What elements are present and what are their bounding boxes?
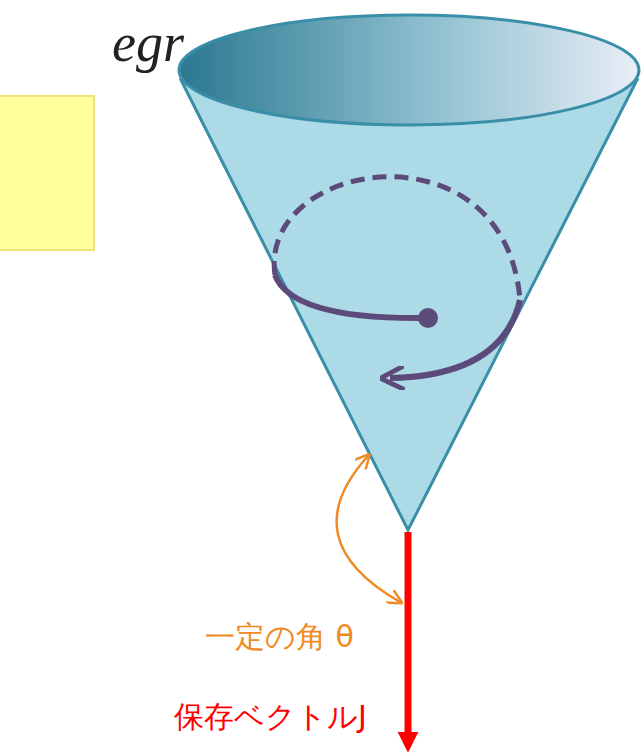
orbit-arrow: [390, 300, 520, 378]
angle-label: 一定の角 θ: [205, 620, 354, 655]
conserved-vector: [405, 532, 412, 736]
vector-label: 保存ベクトルJ: [174, 700, 367, 735]
formula-fragment: egr: [112, 12, 184, 74]
angle-arc: [337, 456, 400, 602]
orbit-dashed: [274, 177, 520, 300]
particle-dot: [418, 308, 438, 328]
orbit-path: [275, 275, 428, 318]
cone-body: [181, 80, 637, 530]
formula-box: [0, 96, 94, 250]
cone-top: [179, 15, 639, 125]
